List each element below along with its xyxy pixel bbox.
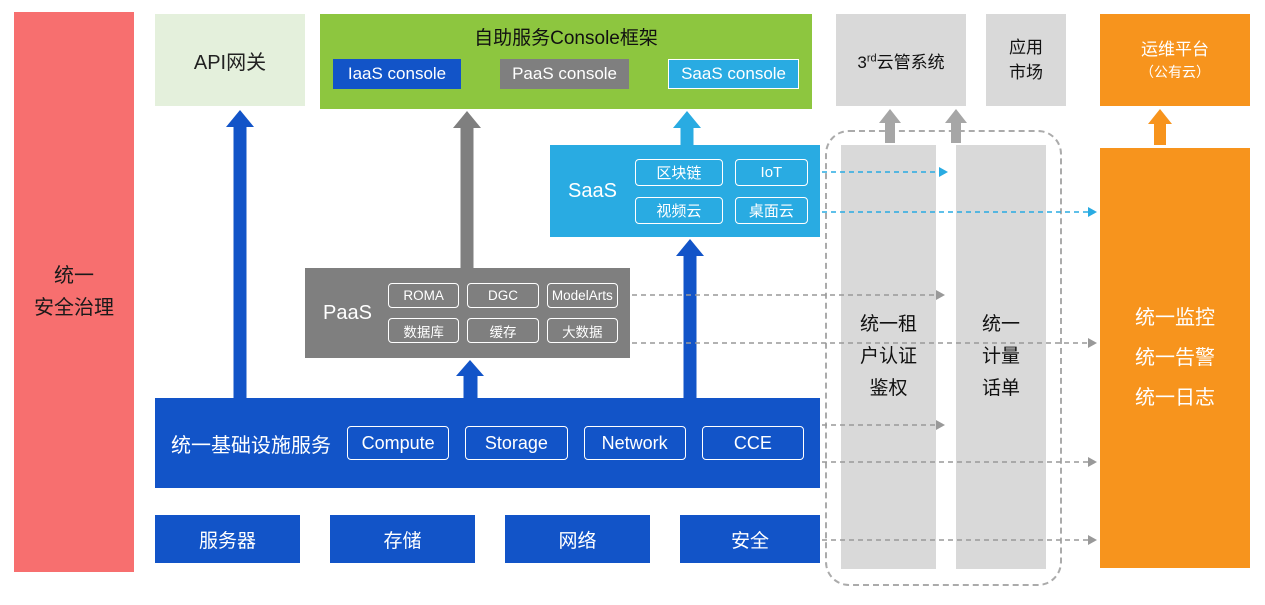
dashed-hardware-to-monitoring-arrowhead [1088,535,1097,545]
metering-bar-line: 统一 [981,313,1020,335]
saas-console-button: SaaS console [668,59,799,89]
infra-item-compute: Compute [347,426,450,460]
paas-item-database: 数据库 [387,318,460,343]
saas-items-grid: 区块链 IoT 视频云 桌面云 [634,158,808,224]
arrow-monitoring-to-om-platform [1148,109,1172,145]
paas-layer-box: PaaS ROMA DGC ModelArts 数据库 缓存 大数据 [305,268,630,358]
third-party-superscript: rd [866,51,877,64]
paas-item-modelarts: ModelArts [546,283,618,308]
unified-metering-bar: 统一 计量 话单 [956,145,1046,569]
third-party-cloud-mgmt-label: 3rd云管系统 [857,48,944,73]
hardware-label: 安全 [730,530,769,552]
dashed-saas-to-monitoring-arrowhead [1088,207,1097,217]
hardware-box-server: 服务器 [155,515,300,563]
unified-security-governance-bar: 统一 安全治理 [14,12,134,572]
console-framework-title: 自助服务Console框架 [474,28,658,49]
infra-item-storage: Storage [465,426,568,460]
paas-item-cache: 缓存 [467,318,539,343]
dashed-infra-to-monitoring-arrowhead [1088,457,1097,467]
unified-tenant-auth-bar: 统一租 户认证 鉴权 [841,145,936,569]
arrow-saas-to-console [673,111,701,145]
arrow-infra-to-api-gateway [226,110,254,398]
security-governance-line: 统一 [54,265,94,287]
saas-layer-label: SaaS [568,179,617,202]
auth-bar-line: 鉴权 [869,378,908,400]
saas-item-desktop-cloud: 桌面云 [734,196,808,224]
auth-bar-line: 户认证 [859,345,917,367]
unified-monitoring-box: 统一监控 统一告警 统一日志 [1100,148,1250,568]
arrow-infra-to-saas [676,239,704,398]
console-buttons-row: IaaS console PaaS console SaaS console [333,59,799,89]
saas-layer-box: SaaS 区块链 IoT 视频云 桌面云 [550,145,820,237]
saas-item-iot: IoT [734,158,808,186]
app-market-line: 市场 [1009,63,1043,82]
arrow-infra-to-paas [456,360,484,398]
dashed-paas-to-monitoring-arrowhead [1088,338,1097,348]
hardware-label: 存储 [383,530,422,552]
console-framework-box: 自助服务Console框架 IaaS console PaaS console … [320,14,812,109]
hardware-box-network: 网络 [505,515,650,563]
infrastructure-items-row: Compute Storage Network CCE [347,426,804,460]
paas-item-roma: ROMA [387,283,460,308]
infra-item-network: Network [583,426,686,460]
hardware-box-storage: 存储 [330,515,475,563]
third-party-prefix: 3 [857,52,867,72]
paas-console-button: PaaS console [500,59,629,89]
om-platform-line: 运维平台 [1141,39,1209,59]
om-platform-subline: （公有云） [1140,64,1210,81]
shared-services-dashed-group [825,130,1062,586]
third-party-rest: 云管系统 [876,52,945,72]
infra-item-cce: CCE [701,426,804,460]
saas-item-blockchain: 区块链 [634,158,723,186]
security-governance-line: 安全治理 [34,297,114,319]
api-gateway-label: API网关 [193,51,267,74]
arrow-paas-to-console [453,111,481,268]
hardware-box-security: 安全 [680,515,820,563]
paas-item-dgc: DGC [467,283,539,308]
auth-bar-line: 统一租 [859,313,917,335]
metering-bar-line: 话单 [981,378,1020,400]
metering-bar-line: 计量 [981,345,1020,367]
api-gateway-box: API网关 [155,14,305,106]
monitoring-line: 统一日志 [1135,387,1215,409]
third-party-cloud-mgmt-box: 3rd云管系统 [836,14,966,106]
app-market-box: 应用 市场 [986,14,1066,106]
infrastructure-layer-box: 统一基础设施服务 Compute Storage Network CCE [155,398,820,488]
app-market-line: 应用 [1009,37,1043,57]
monitoring-line: 统一告警 [1135,347,1215,369]
paas-item-bigdata: 大数据 [546,318,618,343]
hardware-label: 服务器 [198,530,256,552]
monitoring-line: 统一监控 [1135,307,1215,329]
hardware-label: 网络 [558,530,597,552]
om-platform-box: 运维平台 （公有云） [1100,14,1250,106]
paas-items-grid: ROMA DGC ModelArts 数据库 缓存 大数据 [387,283,618,343]
iaas-console-button: IaaS console [333,59,461,89]
infrastructure-label: 统一基础设施服务 [171,434,331,457]
paas-layer-label: PaaS [323,301,372,324]
saas-item-video-cloud: 视频云 [634,196,723,224]
